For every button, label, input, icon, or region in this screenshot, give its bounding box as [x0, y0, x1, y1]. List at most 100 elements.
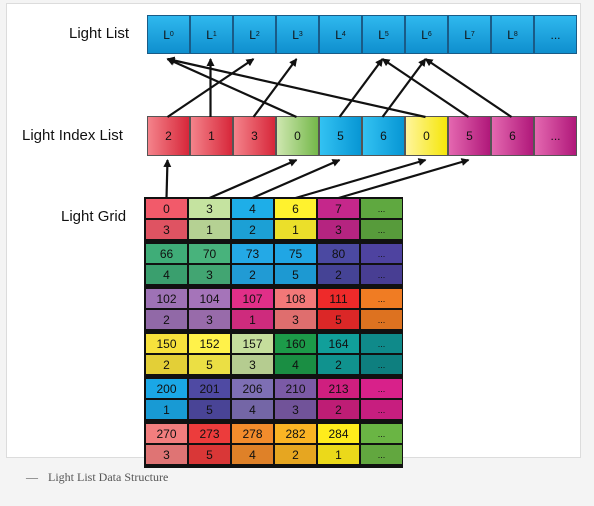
- light-grid-offset-cell: 270: [146, 424, 187, 443]
- light-index-cell: 6: [362, 116, 405, 156]
- light-grid-offset-cell: 75: [275, 244, 316, 263]
- light-grid-count-cell: 1: [189, 220, 230, 239]
- light-grid-count: 5: [292, 267, 299, 282]
- light-grid-count-cell: 2: [318, 265, 359, 284]
- light-grid-offset: 213: [328, 381, 349, 396]
- light-grid-offset: 80: [331, 246, 346, 261]
- light-grid-offset: 278: [242, 426, 263, 441]
- light-grid-offset: 111: [329, 291, 348, 306]
- light-grid-more-cell: ...: [361, 424, 402, 443]
- light-index-cell: 0: [276, 116, 319, 156]
- light-grid-count: 2: [163, 357, 170, 372]
- light-index-cell-value: 1: [208, 129, 215, 143]
- light-grid-offset: 164: [328, 336, 349, 351]
- light-grid-offset: 201: [199, 381, 220, 396]
- light-grid-count: 5: [206, 402, 213, 417]
- light-grid-count: 1: [163, 402, 170, 417]
- light-grid-count: 3: [163, 447, 170, 462]
- light-grid-offset-cell: 102: [146, 289, 187, 308]
- light-index-cell: 6: [491, 116, 534, 156]
- light-grid-more-cell: ...: [361, 199, 402, 218]
- light-list-cell-sub: 4: [341, 31, 346, 38]
- light-list-cell-sub: 5: [384, 31, 389, 38]
- light-grid-count: 2: [335, 357, 342, 372]
- light-grid-offset-cell: 107: [232, 289, 273, 308]
- light-grid-count-cell: 5: [189, 445, 230, 464]
- caption-text: Light List Data Structure: [48, 470, 169, 484]
- light-grid-offset: 160: [285, 336, 306, 351]
- light-grid-offset-cell: 4: [232, 199, 273, 218]
- light-list-cell-sub: 2: [255, 31, 260, 38]
- light-grid-offset: 270: [156, 426, 177, 441]
- light-grid-count: 5: [206, 447, 213, 462]
- light-grid-offset: 6: [292, 201, 299, 216]
- light-grid-offset: 157: [242, 336, 263, 351]
- light-grid-offset: 150: [156, 336, 177, 351]
- light-grid-count: 4: [163, 267, 170, 282]
- light-grid-more-marker: ...: [377, 269, 386, 280]
- light-grid-offset-cell: 210: [275, 379, 316, 398]
- light-grid-offset: 4: [249, 201, 256, 216]
- light-grid-count-cell: 4: [275, 355, 316, 374]
- light-grid-offset: 206: [242, 381, 263, 396]
- light-grid-count: 3: [335, 222, 342, 237]
- light-index-cell: 0: [405, 116, 448, 156]
- light-grid-offset-cell: 206: [232, 379, 273, 398]
- light-grid-count: 3: [206, 267, 213, 282]
- light-index-cell: 5: [319, 116, 362, 156]
- light-grid-offset-cell: 164: [318, 334, 359, 353]
- light-list-cell-sub: 3: [298, 31, 303, 38]
- light-grid-offset-cell: 3: [189, 199, 230, 218]
- light-grid-more-cell: ...: [361, 220, 402, 239]
- light-grid-more-marker: ...: [377, 338, 386, 349]
- light-grid-count-cell: 5: [189, 400, 230, 419]
- light-grid-offset: 73: [245, 246, 260, 261]
- light-grid-more-cell: ...: [361, 400, 402, 419]
- light-grid-offset: 102: [156, 291, 177, 306]
- light-grid-count-cell: 1: [146, 400, 187, 419]
- light-grid-count-cell: 2: [232, 220, 273, 239]
- light-grid-count-cell: 2: [146, 355, 187, 374]
- light-grid-offset-cell: 273: [189, 424, 230, 443]
- light-list-cell-base: L: [421, 27, 428, 42]
- light-index-cell: 1: [190, 116, 233, 156]
- light-grid-count-cell: 2: [318, 355, 359, 374]
- light-grid-count: 1: [292, 222, 299, 237]
- light-grid-count: 3: [292, 312, 299, 327]
- light-grid-more-marker: ...: [377, 224, 386, 235]
- light-grid-count: 2: [249, 222, 256, 237]
- light-index-cell-value: 0: [423, 129, 430, 143]
- light-grid-offset-cell: 278: [232, 424, 273, 443]
- light-index-cell: ...: [534, 116, 577, 156]
- light-grid-offset: 0: [163, 201, 170, 216]
- light-grid-count-cell: 1: [232, 310, 273, 329]
- light-grid-offset: 107: [242, 291, 263, 306]
- light-grid-count: 5: [335, 312, 342, 327]
- light-grid-count: 1: [249, 312, 256, 327]
- light-index-cell-value: 6: [509, 129, 516, 143]
- light-grid-count: 1: [206, 222, 213, 237]
- light-grid-count-cell: 1: [275, 220, 316, 239]
- light-grid-count: 2: [335, 267, 342, 282]
- light-grid-count: 3: [163, 222, 170, 237]
- light-grid-more-marker: ...: [377, 449, 386, 460]
- light-grid-more-cell: ...: [361, 379, 402, 398]
- light-grid-more-cell: ...: [361, 289, 402, 308]
- light-grid-offset: 284: [328, 426, 349, 441]
- light-grid-offset-cell: 6: [275, 199, 316, 218]
- light-grid-count: 1: [335, 447, 342, 462]
- light-list-cell-base: L: [249, 27, 256, 42]
- light-grid-offset: 104: [199, 291, 220, 306]
- light-grid-count-cell: 3: [146, 220, 187, 239]
- light-grid-count: 4: [249, 447, 256, 462]
- light-index-cell-value: 5: [466, 129, 473, 143]
- light-grid-count-cell: 3: [189, 310, 230, 329]
- light-list-cell-base: L: [335, 27, 342, 42]
- light-grid-offset-cell: 157: [232, 334, 273, 353]
- light-grid-offset-cell: 160: [275, 334, 316, 353]
- light-index-cell-value: ...: [550, 129, 561, 143]
- light-grid-count: 4: [292, 357, 299, 372]
- light-grid-count-cell: 3: [318, 220, 359, 239]
